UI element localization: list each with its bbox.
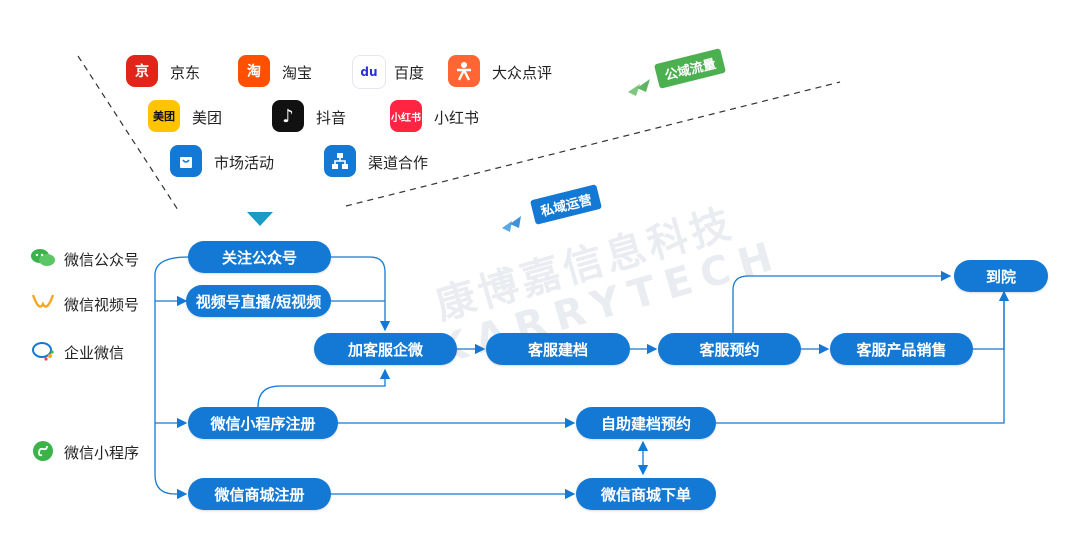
node-cs-product-sales: 客服产品销售 [830,333,973,365]
channel-label: 微信小程序 [64,444,140,462]
node-add-wecom: 加客服企微 [314,333,457,365]
node-miniprogram-register: 微信小程序注册 [188,407,338,439]
xiaohongshu-icon: 小红书 [390,100,422,132]
douyin-icon: ♪ [272,100,304,132]
channel-label: 微信公众号 [64,251,140,269]
channels-icon [30,290,56,316]
jd-icon-glyph: 京 [135,64,149,80]
node-follow-official-account: 关注公众号 [188,241,331,273]
node-cs-booking: 客服预约 [658,333,801,365]
node-live-short-video: 视频号直播/短视频 [186,285,331,317]
platform-label: 渠道合作 [368,154,429,172]
meituan-icon-glyph: 美团 [153,110,175,123]
org-shape [332,153,348,169]
platform-label: 美团 [192,109,223,127]
meituan-icon: 美团 [148,100,180,132]
platform-label: 市场活动 [214,154,275,172]
node-self-booking: 自助建档预约 [576,407,716,439]
node-mall-register: 微信商城注册 [188,478,331,510]
taobao-icon: 淘 [238,55,270,87]
wechat-icon [30,245,56,271]
platform-label: 小红书 [434,109,480,127]
shopping-bag-icon [170,145,202,177]
platform-label: 抖音 [316,109,347,127]
node-cs-profile: 客服建档 [486,333,630,365]
platform-label: 淘宝 [282,64,313,82]
platform-label: 大众点评 [492,64,553,82]
dianping-icon [448,55,480,87]
platform-label: 京东 [170,64,201,82]
person-icon [457,62,471,81]
bag-shape [180,157,192,168]
wecom-icon [30,338,56,364]
platform-label: 百度 [394,64,425,82]
douyin-icon-glyph: ♪ [282,105,294,127]
org-chart-icon [324,145,356,177]
taobao-icon-glyph: 淘 [247,64,261,80]
channel-label: 微信视频号 [64,296,140,314]
xiaohongshu-icon-glyph: 小红书 [391,112,421,124]
jd-icon: 京 [126,55,158,87]
miniprogram-icon [30,438,56,464]
node-mall-order: 微信商城下单 [576,478,716,510]
baidu-icon: du [352,55,386,89]
node-arrive-hospital: 到院 [954,260,1048,292]
channel-label: 企业微信 [64,344,125,362]
down-triangle-icon [247,212,273,226]
baidu-icon-glyph: du [360,65,378,79]
